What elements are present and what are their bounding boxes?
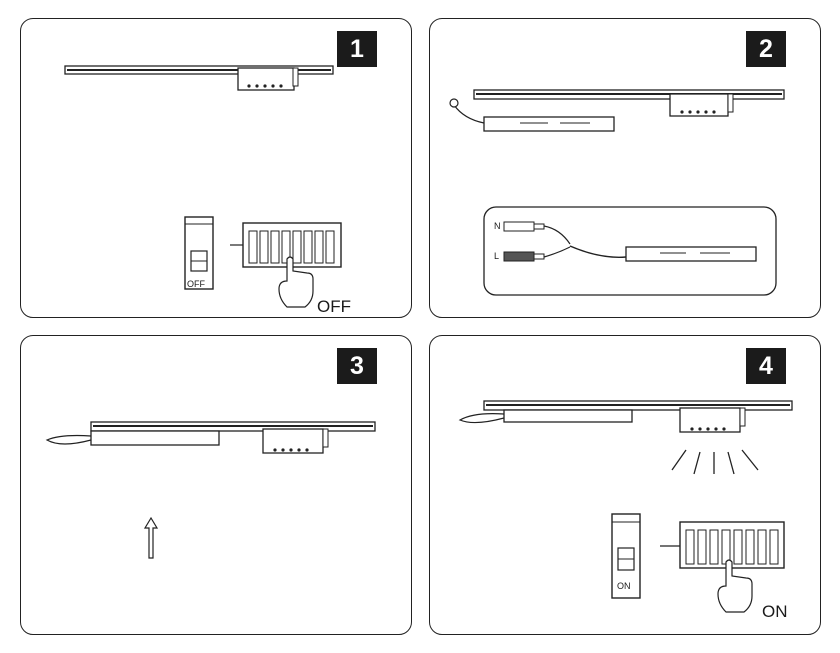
track-rail: [90, 421, 376, 432]
step-number-badge: 3: [337, 348, 377, 384]
light-rays-icon: [671, 449, 759, 475]
switch-state-label: ON: [762, 602, 788, 621]
step-2-panel: 2: [429, 18, 821, 318]
light-module: [262, 428, 329, 454]
step-2-illustration: [449, 89, 785, 296]
light-module: [669, 93, 734, 117]
step-3-panel: 3: [20, 335, 412, 635]
push-up-arrow-icon: [143, 516, 159, 559]
step-4-panel: 4: [429, 335, 821, 635]
step-1-illustration: [64, 65, 342, 308]
light-module: [237, 67, 299, 91]
step-1-panel: 1: [20, 18, 412, 318]
driver-unit: [458, 409, 633, 424]
step-number-badge: 2: [746, 31, 786, 67]
step-3-illustration: [45, 421, 376, 559]
breaker-state-label: ON: [617, 581, 631, 591]
circuit-breaker: [184, 216, 214, 290]
driver-unit: [449, 98, 615, 132]
track-rail: [483, 400, 793, 411]
switch-state-label: OFF: [317, 297, 351, 316]
live-wire-label: L: [494, 251, 500, 261]
wiring-detail-inset: [483, 206, 777, 296]
neutral-wire-label: N: [494, 221, 501, 231]
hand-icon: [278, 256, 314, 308]
light-module: [679, 407, 746, 433]
hand-icon: [717, 559, 753, 613]
terminal-block: [242, 222, 342, 268]
step-4-illustration: [458, 400, 793, 613]
driver-unit: [45, 430, 220, 446]
step-number-badge: 1: [337, 31, 377, 67]
breaker-state-label: OFF: [187, 279, 205, 289]
terminal-block: [679, 521, 785, 569]
step-number-badge: 4: [746, 348, 786, 384]
track-rail: [473, 89, 785, 100]
circuit-breaker: [611, 513, 641, 599]
